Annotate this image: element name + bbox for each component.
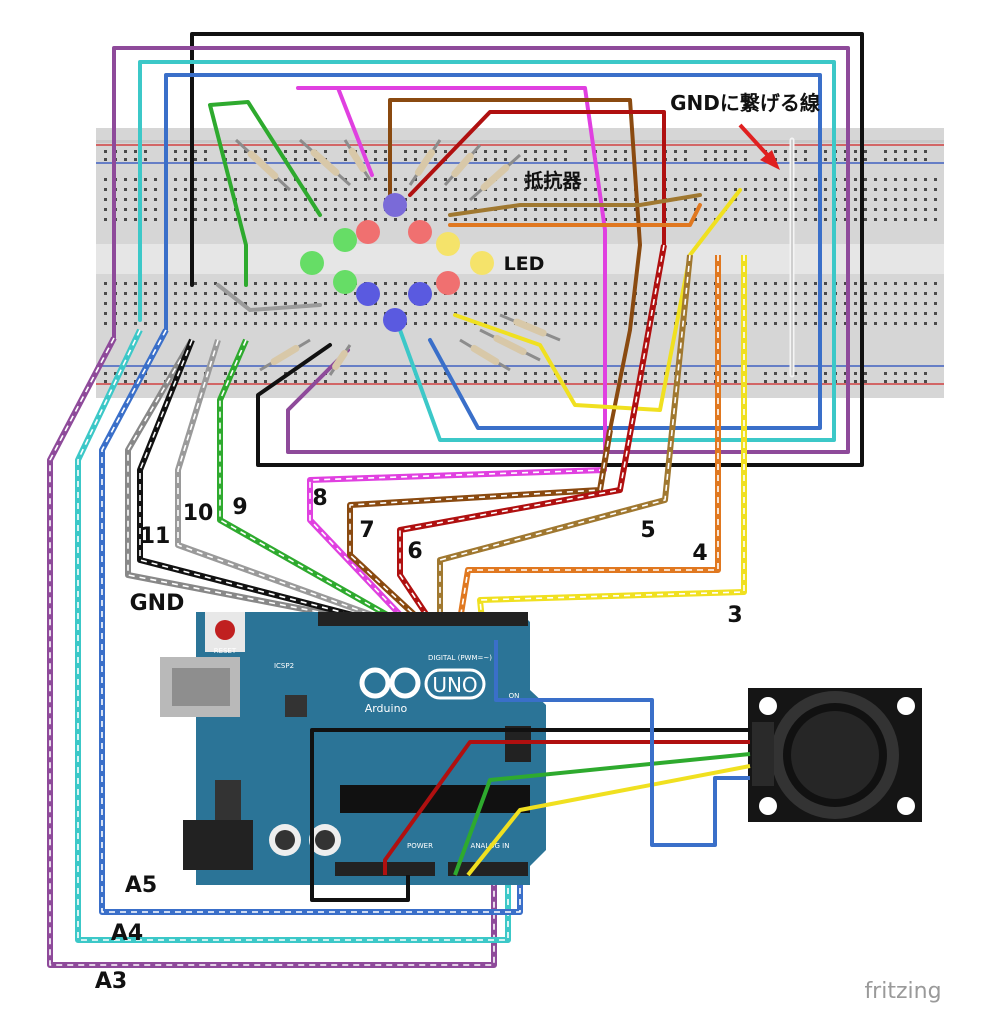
reset-label: RESET: [214, 647, 237, 655]
on-label: ON: [509, 692, 520, 700]
uno-label: UNO: [432, 673, 477, 697]
pin-label-4: 4: [692, 541, 707, 566]
led-annotation: LED: [504, 253, 545, 275]
resistors: [234, 138, 561, 376]
arduino-board: UNO Arduino RESET ICSP2 ON POWER ANALOG …: [160, 612, 546, 885]
pin-label-3: 3: [727, 603, 742, 628]
fritzing-watermark: fritzing: [864, 979, 941, 1004]
wires: [112, 32, 864, 472]
pin-label-11: 11: [140, 524, 171, 549]
pin-label-a3: A3: [95, 969, 127, 994]
power-label: POWER: [407, 842, 433, 850]
pin-label-8: 8: [312, 486, 327, 511]
pin-label-10: 10: [183, 501, 214, 526]
joystick-module: [748, 688, 922, 822]
pin-label-5: 5: [640, 518, 655, 543]
resistor-annotation: 抵抗器: [524, 169, 582, 192]
arduino-brand: Arduino: [365, 702, 408, 715]
pin-label-6: 6: [407, 539, 422, 564]
pin-label-a4: A4: [111, 921, 143, 946]
pin-label-9: 9: [232, 495, 247, 520]
icsp-label: ICSP2: [274, 662, 294, 670]
joystick-wires: [310, 640, 751, 902]
lower-wires: [47, 244, 747, 968]
pin-label-gnd: GND: [130, 591, 185, 616]
leds: [300, 193, 494, 332]
pin-label-7: 7: [359, 518, 374, 543]
digital-label: DIGITAL (PWM=~): [428, 654, 492, 662]
arrow-icon: [738, 123, 774, 162]
gnd-line-annotation: GNDに繋げる線: [670, 91, 820, 115]
pin-label-a5: A5: [125, 873, 157, 898]
